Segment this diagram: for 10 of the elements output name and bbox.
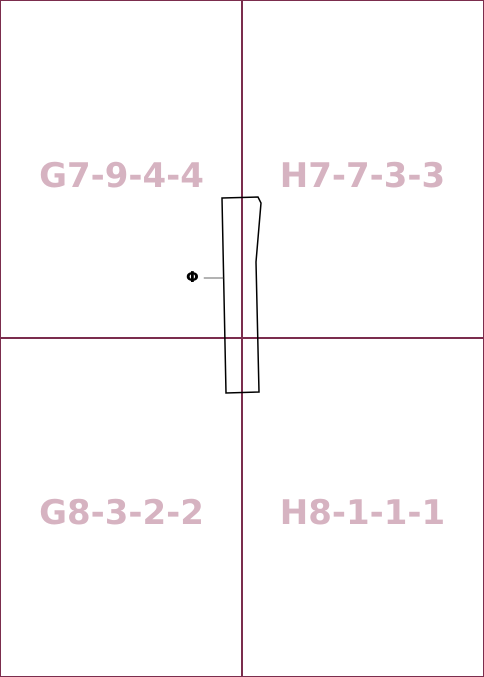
outline-shape bbox=[221, 196, 262, 394]
symbol-label: Φ bbox=[186, 268, 199, 286]
grid-square bbox=[0, 337, 243, 677]
grid-reference: G8-3-2-2 bbox=[39, 493, 204, 533]
grid-square bbox=[241, 337, 484, 677]
grid-square bbox=[241, 0, 484, 339]
grid-square bbox=[0, 0, 243, 339]
grid-reference: G7-9-4-4 bbox=[39, 156, 204, 196]
grid-reference: H8-1-1-1 bbox=[280, 493, 446, 533]
grid-reference: H7-7-3-3 bbox=[280, 156, 446, 196]
